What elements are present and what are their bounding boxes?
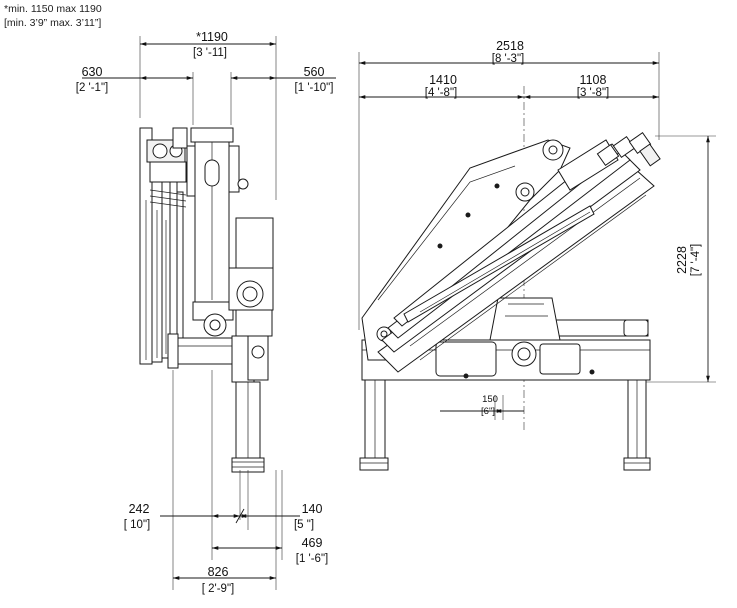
- dim-overall-length-imperial: [8 '-3"]: [492, 53, 524, 65]
- dim-offset-imperial: [6"]: [481, 406, 495, 417]
- dim-top-width-value: *1190: [196, 30, 228, 44]
- dim-overall-length: 2518 [8 '-3"]: [359, 39, 659, 65]
- dim-base-width-imperial: [1 '-6"]: [296, 553, 328, 565]
- dim-right-foot-imperial: [5 "]: [294, 519, 314, 531]
- dim-right-length-imperial: [3 '-8"]: [577, 87, 609, 99]
- dim-base-width: 469 [1 '-6"]: [212, 536, 328, 565]
- dim-right-overhang-imperial: [1 '-10"]: [295, 82, 334, 94]
- dim-split-lengths: 1410 [4 '-8"] 1108 [3 '-8"]: [359, 73, 659, 99]
- dim-left-overhang-imperial: [2 '-1"]: [76, 82, 108, 94]
- dim-left-foot-imperial: [ 10"]: [124, 519, 150, 531]
- side-view: 2518 [8 '-3"] 1410 [4 '-8"] 1108 [3 '-8"…: [358, 39, 716, 471]
- side-crane-body: [359, 131, 661, 471]
- dim-height-value: 2228: [675, 246, 689, 274]
- dim-overall-base: 826 [ 2'-9"]: [173, 565, 276, 595]
- dim-offset-value: 150: [482, 394, 498, 405]
- dim-right-foot-value: 140: [302, 502, 323, 516]
- dim-right-overhang-value: 560: [304, 65, 325, 79]
- dim-height-imperial: [7 '-4"]: [690, 244, 702, 276]
- dim-height: 2228 [7 '-4"]: [640, 135, 716, 383]
- dim-left-length-value: 1410: [429, 73, 457, 87]
- dim-left-length-imperial: [4 '-8"]: [425, 87, 457, 99]
- dim-overall-base-imperial: [ 2'-9"]: [202, 583, 234, 595]
- dim-base-width-value: 469: [302, 536, 323, 550]
- dim-top-width-imperial: [3 '-11]: [193, 47, 227, 59]
- width-note-imperial: [min. 3’9” max. 3’11”]: [4, 17, 102, 29]
- dim-overall-length-value: 2518: [496, 39, 524, 53]
- dim-top-width: *1190 [3 '-11]: [139, 30, 277, 200]
- front-crane-body: [139, 127, 274, 473]
- dim-right-length-value: 1108: [580, 73, 607, 87]
- dim-left-overhang: 630 [2 '-1"]: [76, 65, 194, 125]
- dim-right-overhang: 560 [1 '-10"]: [230, 65, 336, 125]
- dim-left-foot-value: 242: [129, 502, 150, 516]
- dim-overall-base-value: 826: [208, 565, 229, 579]
- width-note-metric: *min. 1150 max 1190: [4, 3, 102, 15]
- dim-left-overhang-value: 630: [82, 65, 103, 79]
- front-view: *1190 [3 '-11] 630 [2 '-1"] 560 [1 '-10"…: [76, 30, 336, 595]
- dim-offset: 150 [6"]: [440, 394, 524, 420]
- dim-foot-offsets: 242 [ 10"] 140 [5 "]: [124, 502, 323, 531]
